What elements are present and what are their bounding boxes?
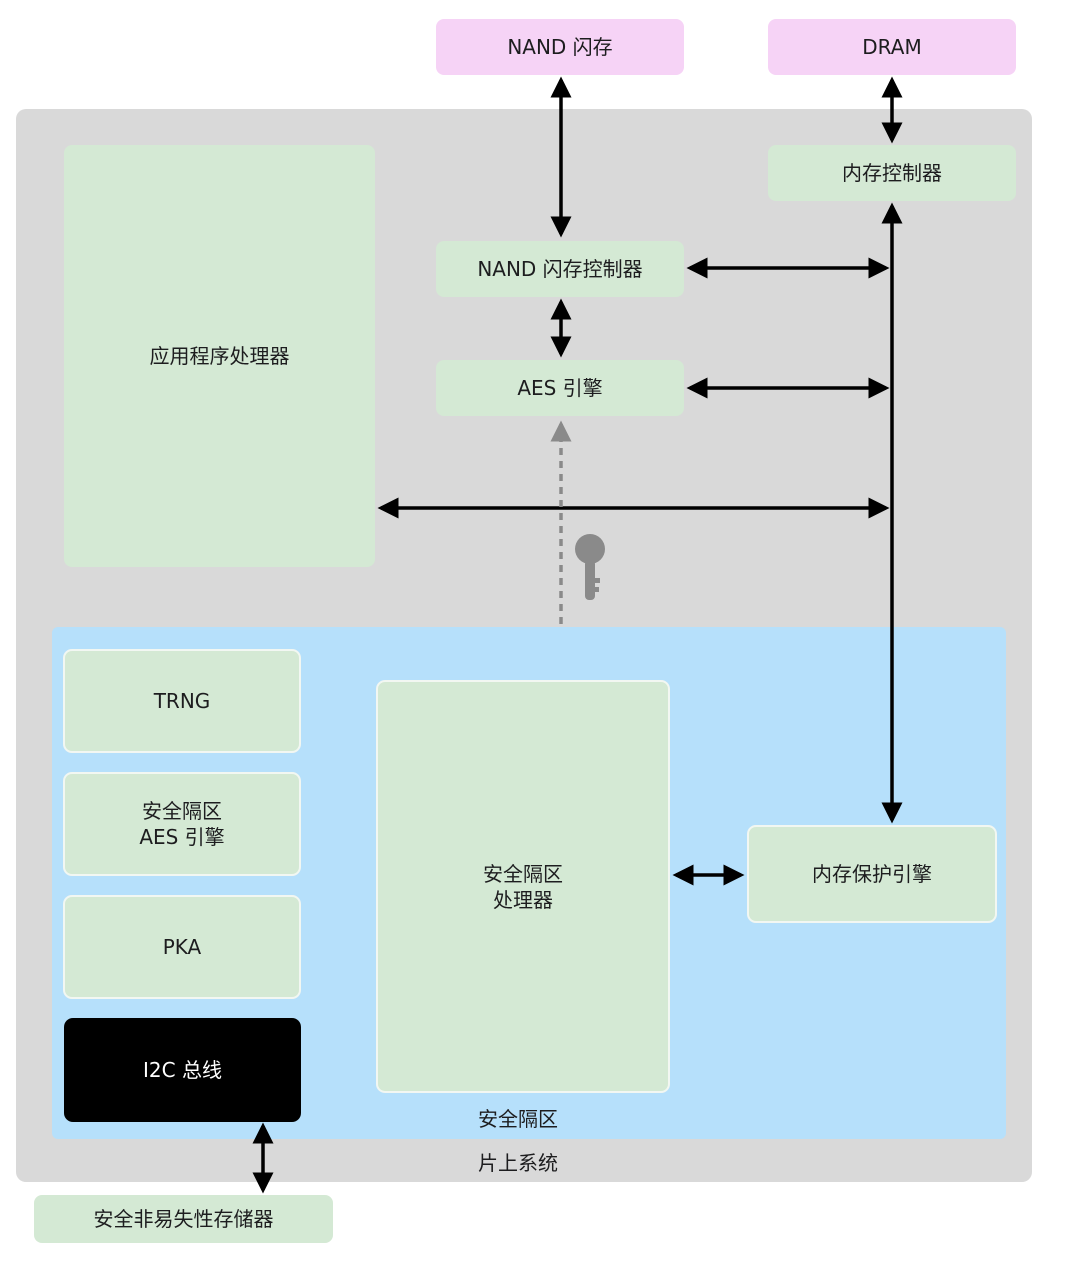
- dram-label: DRAM: [862, 35, 922, 59]
- memory-protection-engine-label: 内存保护引擎: [812, 862, 932, 886]
- aes-engine-block: AES 引擎: [436, 360, 684, 416]
- aes-engine-label: AES 引擎: [517, 376, 603, 400]
- trng-block: TRNG: [63, 649, 301, 753]
- nand-controller-block: NAND 闪存控制器: [436, 241, 684, 297]
- key-icon: [575, 534, 605, 600]
- application-processor-block: 应用程序处理器: [64, 145, 375, 567]
- enclave-aes-label: 安全隔区 AES 引擎: [139, 799, 225, 849]
- memory-controller-block: 内存控制器: [768, 145, 1016, 201]
- enclave-processor-block: 安全隔区 处理器: [376, 680, 670, 1093]
- i2c-bus-label: I2C 总线: [143, 1058, 222, 1082]
- application-processor-label: 应用程序处理器: [149, 344, 290, 368]
- nand-controller-label: NAND 闪存控制器: [477, 257, 643, 281]
- trng-label: TRNG: [153, 689, 211, 713]
- pka-block: PKA: [63, 895, 301, 999]
- pka-label: PKA: [162, 935, 202, 959]
- secure-enclave-caption: 安全隔区: [478, 1107, 558, 1131]
- memory-controller-label: 内存控制器: [842, 161, 942, 185]
- secure-nvm-block: 安全非易失性存储器: [34, 1195, 333, 1243]
- nand-flash-block: NAND 闪存: [436, 19, 684, 75]
- soc-caption: 片上系统: [478, 1151, 558, 1175]
- nand-flash-label: NAND 闪存: [507, 35, 613, 59]
- enclave-aes-block: 安全隔区 AES 引擎: [63, 772, 301, 876]
- memory-protection-engine-block: 内存保护引擎: [747, 825, 997, 923]
- secure-nvm-label: 安全非易失性存储器: [93, 1207, 274, 1231]
- i2c-bus-block: I2C 总线: [64, 1018, 301, 1122]
- enclave-processor-label: 安全隔区 处理器: [483, 861, 563, 912]
- dram-block: DRAM: [768, 19, 1016, 75]
